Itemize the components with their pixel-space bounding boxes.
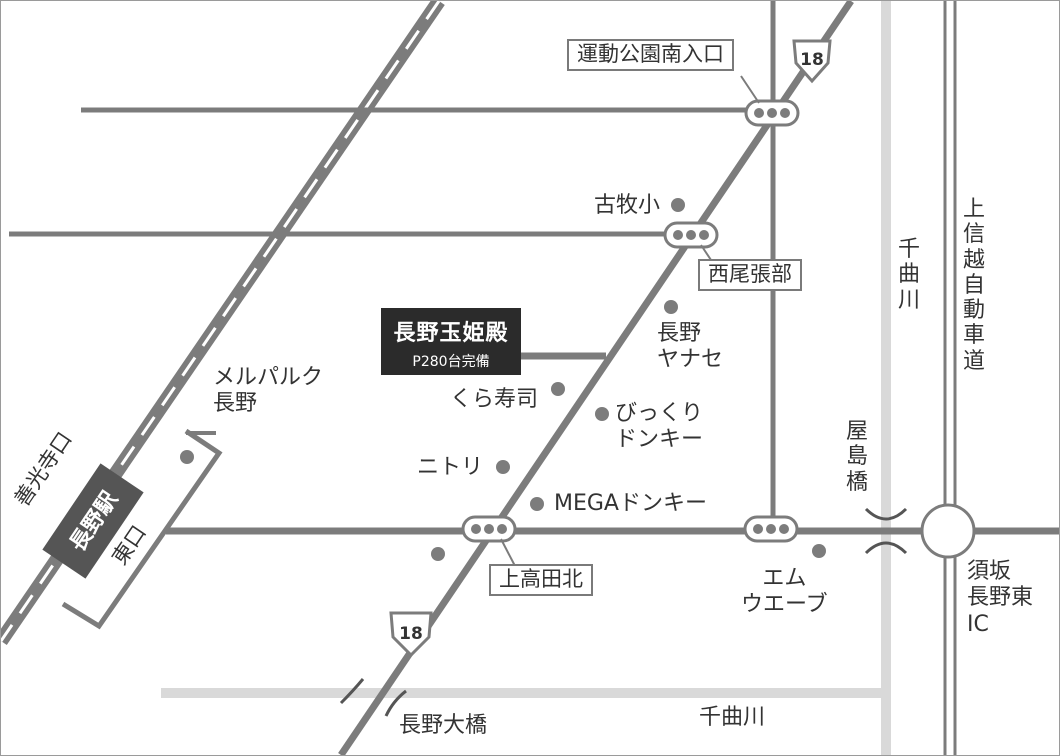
landmark-emu: エム ウエーブ (741, 566, 828, 618)
expressway-road (943, 1, 957, 755)
landmark-yanase: 長野 ヤナセ (657, 321, 724, 373)
landmark-mega: MEGAドンキー (554, 491, 707, 516)
road-network (9, 1, 1059, 755)
intersection-nishio-bari: 西尾張部 (698, 259, 802, 292)
traffic-signal-undo (744, 99, 800, 127)
landmark-nitori: ニトリ (417, 455, 484, 480)
venue-box[interactable]: 長野玉姫殿 P280台完備 (381, 308, 521, 375)
chikuma-river (161, 1, 891, 755)
bridge-yashima: 屋島橋 (845, 419, 868, 495)
traffic-signal-east (743, 515, 799, 543)
interchange-circle (920, 503, 976, 559)
landmark-dots (180, 198, 826, 561)
svg-text:18: 18 (800, 50, 824, 70)
route-18-shield-top: 18 (792, 39, 832, 84)
station-exit-west: 善光寺口 (10, 428, 77, 511)
traffic-signal-nishio (663, 221, 719, 249)
river-chikuma-vertical: 千曲川 (897, 237, 920, 313)
interchange-label: 須坂 長野東 IC (967, 559, 1034, 637)
nagano-ohashi-bridge (339, 678, 407, 717)
landmark-komaki: 古牧小 (594, 193, 661, 218)
route-18-shield-bottom: 18 (389, 611, 433, 658)
svg-text:18: 18 (399, 624, 423, 644)
landmark-kura: くら寿司 (450, 387, 539, 412)
river-chikuma-horizontal: 千曲川 (699, 705, 766, 730)
expressway-label: 上信越自動車道 (962, 197, 985, 374)
landmark-mparc: メルパルク 長野 (213, 365, 324, 417)
venue-name: 長野玉姫殿 (393, 321, 509, 346)
yashima-bridge (864, 507, 908, 555)
traffic-signal-kamitakada (461, 515, 517, 543)
landmark-bikkuri: びっくり ドンキー (615, 401, 704, 453)
venue-parking: P280台完備 (412, 354, 490, 370)
intersection-kamitakada-kita: 上高田北 (489, 564, 593, 597)
intersection-undo-koen: 運動公園南入口 (567, 39, 734, 72)
bridge-nagano-ohashi: 長野大橋 (399, 713, 488, 738)
